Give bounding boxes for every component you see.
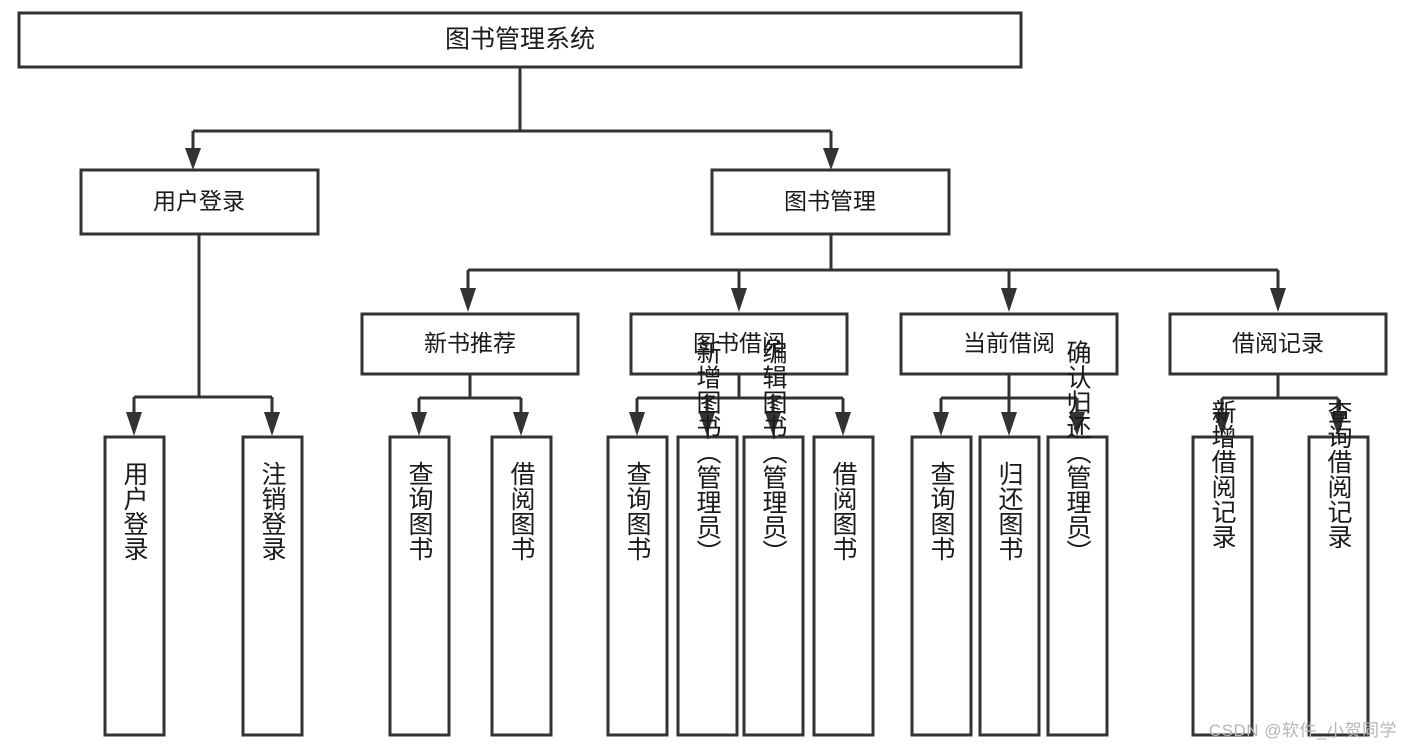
leaf-return-book-box[interactable] <box>978 435 1041 737</box>
leaf-user-login-box[interactable] <box>103 435 166 737</box>
connector-borrowrecord-to-leaves <box>1214 374 1346 436</box>
leaf-node-confirm-return[interactable]: 确认归还（管理员） <box>1046 340 1109 737</box>
node-new-book-recommend[interactable]: 新书推荐 <box>360 312 580 376</box>
leaf-node-return-book[interactable]: 归还图书 <box>978 435 1041 737</box>
leaf-query-book-3-box[interactable] <box>910 435 973 737</box>
connector-currentborrow-to-leaves <box>933 374 1085 436</box>
leaf-query-record-label: 查询借阅记录 <box>1324 399 1353 549</box>
leaf-logout-login-label: 注销登录 <box>258 461 287 561</box>
node-user-login[interactable]: 用户登录 <box>79 168 320 236</box>
leaf-node-edit-book[interactable]: 编辑图书（管理员） <box>742 340 805 737</box>
node-user-login-box[interactable] <box>79 168 320 236</box>
node-new-book-recommend-box[interactable] <box>360 312 580 376</box>
leaf-node-query-book-3[interactable]: 查询图书 <box>910 435 973 737</box>
leaf-add-record-box[interactable] <box>1191 435 1254 737</box>
connector-bookmanage-to-level3 <box>460 234 1286 312</box>
node-root[interactable]: 图书管理系统 <box>17 11 1023 69</box>
node-book-borrow-box[interactable] <box>629 312 849 376</box>
leaf-query-book-1-box[interactable] <box>388 435 451 737</box>
node-book-borrow-label: 图书借阅 <box>693 330 785 356</box>
leaf-confirm-return-label: 确认归还（管理员） <box>1063 340 1092 565</box>
leaf-return-book-label: 归还图书 <box>995 461 1024 561</box>
leaf-node-query-book-2[interactable]: 查询图书 <box>606 435 669 737</box>
csdn-watermark: CSDN @软件_小贺同学 <box>1208 721 1397 740</box>
leaf-query-record-box[interactable] <box>1307 435 1370 737</box>
node-current-borrow-label: 当前借阅 <box>963 330 1055 356</box>
leaf-add-book-box[interactable] <box>676 435 739 737</box>
connector-userlogin-to-leaves <box>126 234 280 436</box>
leaf-node-user-login[interactable]: 用户登录 <box>103 435 166 737</box>
node-current-borrow[interactable]: 当前借阅 <box>899 312 1119 376</box>
leaf-node-add-book[interactable]: 新增图书（管理员） <box>676 340 739 737</box>
leaf-confirm-return-box[interactable] <box>1046 435 1109 737</box>
connector-newbook-to-leaves <box>411 374 529 436</box>
leaf-node-borrow-book-2[interactable]: 借阅图书 <box>812 435 875 737</box>
node-book-manage[interactable]: 图书管理 <box>710 168 951 236</box>
leaf-user-login-label: 用户登录 <box>120 461 149 561</box>
connector-root-to-level2 <box>185 68 839 170</box>
leaf-add-record-label: 新增借阅记录 <box>1208 399 1237 549</box>
node-borrow-record-box[interactable] <box>1168 312 1388 376</box>
node-book-borrow[interactable]: 图书借阅 <box>629 312 849 376</box>
leaf-add-book-label: 新增图书（管理员） <box>693 340 722 565</box>
leaf-query-book-1-label: 查询图书 <box>405 461 434 561</box>
leaf-node-query-book-1[interactable]: 查询图书 <box>388 435 451 737</box>
node-book-manage-box[interactable] <box>710 168 951 236</box>
leaf-query-book-3-label: 查询图书 <box>927 461 956 561</box>
leaf-query-book-2-label: 查询图书 <box>623 461 652 561</box>
node-book-manage-label: 图书管理 <box>784 188 876 214</box>
leaf-node-logout-login[interactable]: 注销登录 <box>241 435 304 737</box>
leaf-node-query-record[interactable]: 查询借阅记录 <box>1307 399 1370 737</box>
leaf-borrow-book-2-box[interactable] <box>812 435 875 737</box>
leaf-borrow-book-1-box[interactable] <box>490 435 553 737</box>
node-root-label: 图书管理系统 <box>445 26 595 54</box>
node-user-login-label: 用户登录 <box>153 188 245 214</box>
leaf-borrow-book-1-label: 借阅图书 <box>507 461 536 561</box>
leaf-borrow-book-2-label: 借阅图书 <box>829 461 858 561</box>
leaf-edit-book-box[interactable] <box>742 435 805 737</box>
node-root-box[interactable] <box>17 11 1023 69</box>
leaf-node-borrow-book-1[interactable]: 借阅图书 <box>490 435 553 737</box>
leaf-node-add-record[interactable]: 新增借阅记录 <box>1191 399 1254 737</box>
leaf-logout-login-box[interactable] <box>241 435 304 737</box>
node-borrow-record[interactable]: 借阅记录 <box>1168 312 1388 376</box>
leaf-edit-book-label: 编辑图书（管理员） <box>759 340 788 565</box>
node-new-book-recommend-label: 新书推荐 <box>424 330 516 356</box>
connector-bookborrow-to-leaves <box>629 374 851 436</box>
node-borrow-record-label: 借阅记录 <box>1232 330 1324 356</box>
leaf-query-book-2-box[interactable] <box>606 435 669 737</box>
node-current-borrow-box[interactable] <box>899 312 1119 376</box>
